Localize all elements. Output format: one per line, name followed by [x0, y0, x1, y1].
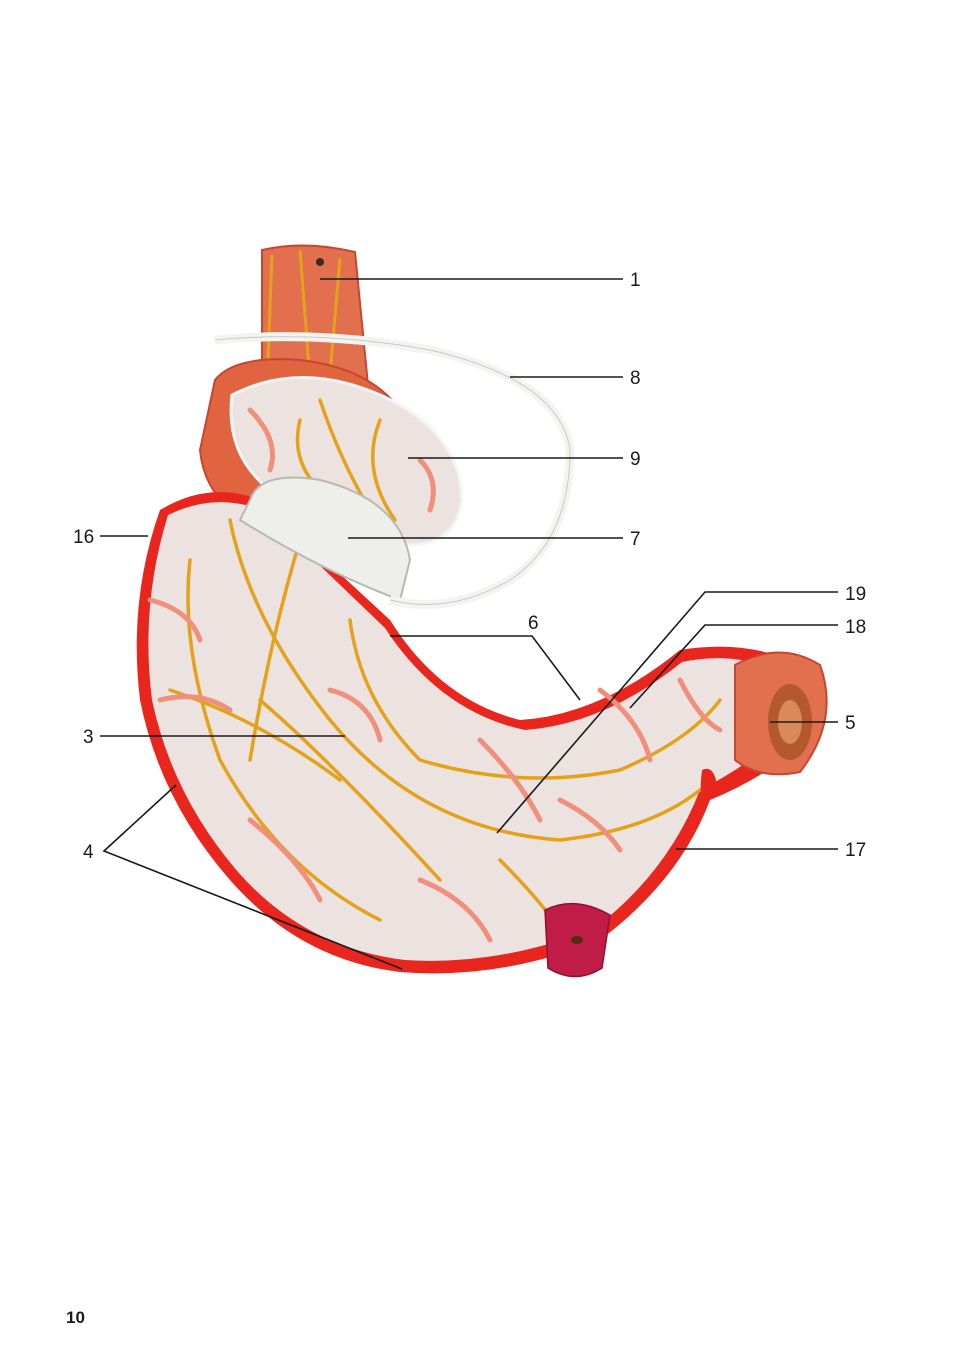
esophagus-pin-hole: [316, 258, 324, 266]
label-1: 1: [630, 270, 641, 291]
stomach-model: [137, 245, 827, 976]
label-8: 8: [630, 368, 641, 389]
label-5: 5: [845, 713, 856, 734]
label-9: 9: [630, 449, 641, 470]
label-7: 7: [630, 529, 641, 550]
label-17: 17: [845, 840, 866, 861]
label-19: 19: [845, 584, 866, 605]
label-16: 16: [73, 527, 94, 548]
label-6: 6: [528, 613, 539, 634]
label-3: 3: [83, 727, 94, 748]
page-number: 10: [66, 1308, 85, 1328]
label-4: 4: [83, 842, 94, 863]
label-18: 18: [845, 617, 866, 638]
